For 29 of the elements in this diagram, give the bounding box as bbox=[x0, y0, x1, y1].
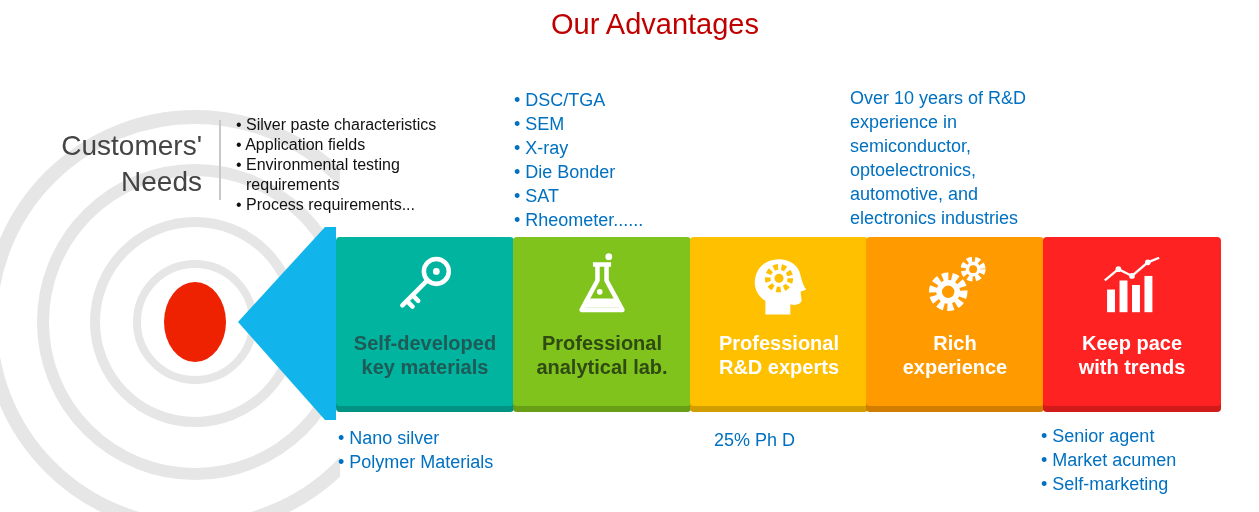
list-item: • Rheometer...... bbox=[514, 209, 644, 232]
list-item: • Market acumen bbox=[1041, 449, 1177, 472]
block-label: Self-developed key materials bbox=[352, 331, 498, 379]
list-item: • Application fields bbox=[236, 135, 367, 155]
note-text: 25% Ph D bbox=[714, 429, 796, 452]
advantage-block bbox=[336, 237, 514, 412]
block-label: Rich experience bbox=[901, 331, 1009, 379]
advantage-block bbox=[690, 237, 868, 412]
title: Our Advantages bbox=[550, 8, 760, 41]
list-item: • DSC/TGA bbox=[514, 89, 607, 112]
advantage-block bbox=[1043, 237, 1221, 412]
block-label: Professional analytical lab. bbox=[535, 331, 669, 379]
block-label: Professional R&D experts bbox=[717, 331, 840, 379]
note-text: Over 10 years of R&D experience in semiconductor, optoelectronics, automotive, and electronics industries bbox=[850, 87, 1028, 230]
list-item: • Polymer Materials bbox=[338, 451, 494, 474]
list-item: • SAT bbox=[514, 185, 560, 208]
advantage-block bbox=[513, 237, 691, 412]
list-item: • Self-marketing bbox=[1041, 473, 1170, 496]
list-item: • Senior agent bbox=[1041, 425, 1156, 448]
list-item: • Environmental testing requirements bbox=[236, 155, 401, 195]
heading-text: Customers' Needs bbox=[60, 129, 202, 199]
list-item: • Silver paste characteristics bbox=[236, 115, 438, 135]
advantage-block bbox=[866, 237, 1044, 412]
list-item: • X-ray bbox=[514, 137, 570, 160]
list-item: • Nano silver bbox=[338, 427, 441, 450]
list-item: • Die Bonder bbox=[514, 161, 617, 184]
list-item: • Process requirements... bbox=[236, 195, 416, 215]
list-item: • SEM bbox=[514, 113, 566, 136]
block-label: Keep pace with trends bbox=[1077, 331, 1187, 379]
